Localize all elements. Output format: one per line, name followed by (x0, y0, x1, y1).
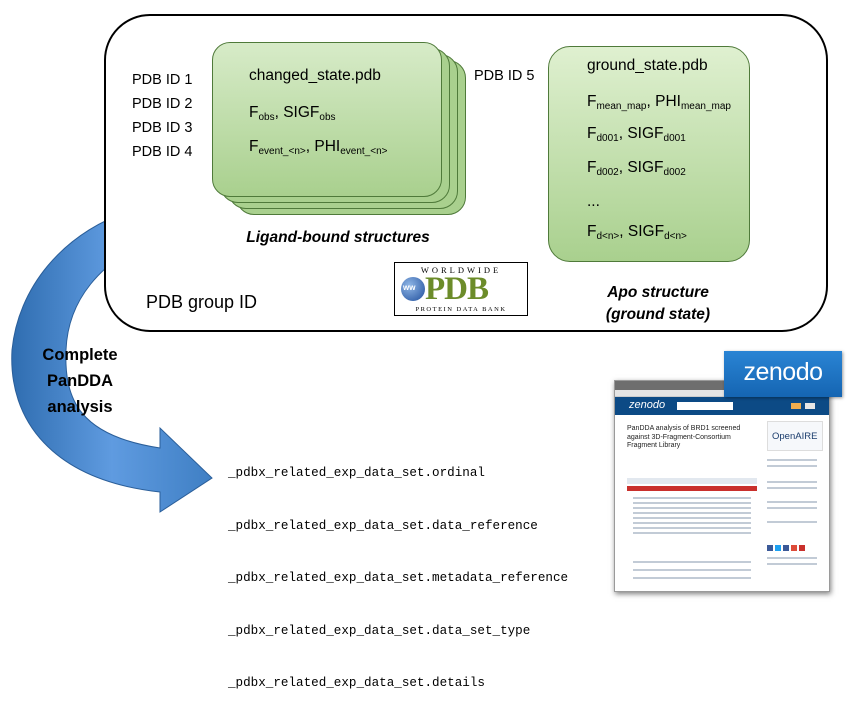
pdb-id-list: PDB ID 1 PDB ID 2 PDB ID 3 PDB ID 4 (132, 68, 192, 164)
ligand-filename: changed_state.pdb (249, 67, 381, 84)
apo-caption-line1: Apo structure (607, 284, 709, 301)
apo-filename: ground_state.pdb (587, 57, 708, 74)
mmcif-item: _pdbx_related_exp_data_set.data_referenc… (228, 518, 538, 533)
apo-line-mean-map: Fmean_map, PHImean_map (587, 93, 731, 112)
apo-line-dn: Fd<n>, SIGFd<n> (587, 223, 687, 242)
mmcif-item: _pdbx_related_exp_data_set.details (228, 676, 485, 690)
apo-ellipsis: ... (587, 193, 600, 210)
curved-arrow-icon (11, 207, 213, 513)
pdb-id-label: PDB ID 4 (132, 144, 193, 160)
ligand-caption: Ligand-bound structures (246, 229, 430, 246)
zenodo-record-title: PanDDA analysis of BRD1 screened against… (627, 425, 741, 449)
apo-caption-line2: (ground state) (605, 306, 711, 323)
ligand-line-fobs: Fobs, SIGFobs (249, 104, 336, 123)
globe-icon: ww (401, 277, 425, 301)
ligand-line-fevent: Fevent_<n>, PHIevent_<n> (249, 138, 388, 157)
pdb-id-apo-label: PDB ID 5 (474, 68, 535, 84)
zenodo-record-screenshot: zenodo PanDDA analysis of BRD1 screened … (614, 380, 830, 592)
search-input (677, 402, 733, 410)
zenodo-thumb-logo: zenodo (629, 399, 666, 411)
complete-pandda-label: Complete PanDDA analysis (42, 346, 118, 416)
pdb-id-label: PDB ID 3 (132, 120, 193, 136)
ligand-bound-card: changed_state.pdb Fobs, SIGFobs Fevent_<… (212, 42, 442, 197)
mmcif-item: _pdbx_related_exp_data_set.ordinal (228, 466, 485, 480)
apo-structure-card: ground_state.pdb Fmean_map, PHImean_map … (548, 46, 750, 262)
mmcif-item: _pdbx_related_exp_data_set.data_set_type (228, 623, 531, 638)
zenodo-logo: zenodo (724, 351, 842, 397)
apo-caption: Apo structure (ground state) (570, 282, 746, 326)
pdb-group-id-label: PDB group ID (146, 292, 258, 312)
mmcif-item-list: _pdbx_related_exp_data_set.ordinal _pdbx… (228, 430, 568, 710)
wwpdb-logo: WORLDWIDE ww PDB PROTEIN DATA BANK (394, 262, 528, 316)
apo-line-d001: Fd001, SIGFd001 (587, 125, 686, 144)
pdb-id-label: PDB ID 2 (132, 96, 193, 112)
mmcif-item: _pdbx_related_exp_data_set.metadata_refe… (228, 571, 569, 585)
openaire-badge: OpenAIRE (767, 421, 823, 451)
apo-line-d002: Fd002, SIGFd002 (587, 159, 686, 178)
pdb-id-label: PDB ID 1 (132, 72, 193, 88)
